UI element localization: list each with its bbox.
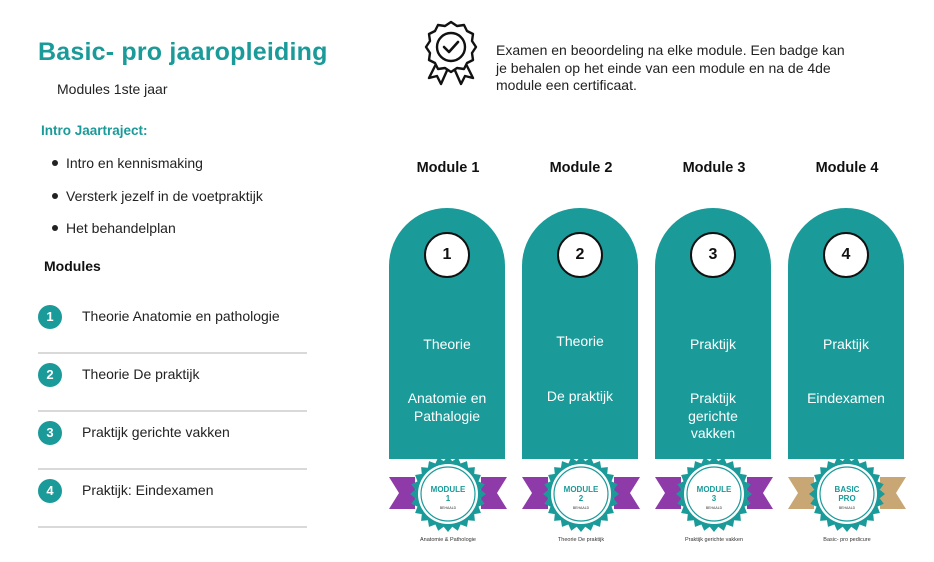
module-label: Praktijk gerichte vakken bbox=[82, 424, 230, 440]
module-type: Theorie bbox=[423, 336, 471, 352]
badge-inner bbox=[418, 464, 478, 524]
badge-ring bbox=[686, 466, 742, 522]
module-column-3: Module 3 3 Praktijk Praktijk gerichte va… bbox=[655, 160, 773, 461]
module-subject: De praktijk bbox=[546, 388, 614, 404]
intro-heading: Intro Jaartraject: bbox=[41, 123, 148, 138]
module-number-circle: 2 bbox=[557, 232, 603, 278]
badge-text-line2: 3 bbox=[712, 494, 717, 503]
module-card: 4 Praktijk Eindexamen bbox=[788, 208, 904, 461]
badge-caption: Anatomie & Pathologie bbox=[420, 537, 476, 543]
badge-ribbon-left bbox=[522, 477, 548, 509]
badge-text-line1: MODULE bbox=[431, 485, 466, 494]
badge-text-line3: BEHAALD bbox=[573, 506, 590, 510]
badge-inner bbox=[551, 464, 611, 524]
list-item: 4 Praktijk: Eindexamen bbox=[38, 470, 307, 528]
badge-caption: Praktijk gerichte vakken bbox=[684, 537, 744, 543]
module-card: 3 Praktijk Praktijk gerichte vakken bbox=[655, 208, 771, 461]
module-number-badge: 2 bbox=[38, 363, 62, 387]
modules-heading: Modules bbox=[44, 258, 101, 274]
list-item: 2 Theorie De praktijk bbox=[38, 354, 307, 412]
module-list: 1 Theorie Anatomie en pathologie 2 Theor… bbox=[38, 296, 307, 528]
module-number-badge: 4 bbox=[38, 479, 62, 503]
module-card: 1 Theorie Anatomie en Pathalogie bbox=[389, 208, 505, 461]
intro-bullet: Het behandelplan bbox=[52, 218, 263, 251]
badge-inner bbox=[684, 464, 744, 524]
badge-caption: Theorie De praktijk bbox=[557, 537, 605, 543]
module-subject: Eindexamen bbox=[807, 390, 885, 406]
module-type: Theorie bbox=[556, 333, 604, 349]
module-column-title: Module 3 bbox=[682, 160, 746, 176]
badge-ribbon-left bbox=[389, 477, 415, 509]
module-type: Praktijk bbox=[690, 336, 736, 352]
badge-text-line3: BEHAALD bbox=[706, 506, 723, 510]
module-number-badge: 3 bbox=[38, 421, 62, 445]
module-label: Theorie De praktijk bbox=[82, 366, 200, 382]
badge-ribbon-right bbox=[614, 477, 640, 509]
module-subject: Anatomie en Pathalogie bbox=[407, 390, 487, 424]
badge-caption: Basic- pro pedicure bbox=[823, 537, 871, 543]
intro-bullet: Versterk jezelf in de voetpraktijk bbox=[52, 186, 263, 219]
page-title: Basic- pro jaaropleiding bbox=[38, 38, 328, 66]
module-column-title: Module 4 bbox=[815, 160, 879, 176]
module-label: Praktijk: Eindexamen bbox=[82, 482, 214, 498]
module-label: Theorie Anatomie en pathologie bbox=[82, 308, 280, 324]
module-column-2: Module 2 2 Theorie De praktijk bbox=[522, 160, 640, 461]
badge-ring bbox=[420, 466, 476, 522]
module-number-circle: 4 bbox=[823, 232, 869, 278]
badge-ring bbox=[819, 466, 875, 522]
award-ribbon-icon bbox=[424, 20, 478, 86]
module-number-badge: 1 bbox=[38, 305, 62, 329]
badge-text-line2: 2 bbox=[579, 494, 584, 503]
intro-bullet-list: Intro en kennismaking Versterk jezelf in… bbox=[52, 153, 263, 251]
badge-ribbon-left bbox=[788, 477, 814, 509]
badge-text-line1: BASIC bbox=[835, 485, 860, 494]
badge-text-line1: MODULE bbox=[564, 485, 599, 494]
list-item: 3 Praktijk gerichte vakken bbox=[38, 412, 307, 470]
list-item: 1 Theorie Anatomie en pathologie bbox=[38, 296, 307, 354]
module-number-circle: 3 bbox=[690, 232, 736, 278]
module-card: 2 Theorie De praktijk bbox=[522, 208, 638, 461]
badge-text-line2: 1 bbox=[446, 494, 451, 503]
page-subtitle: Modules 1ste jaar bbox=[57, 81, 168, 97]
module-column-4: Module 4 4 Praktijk Eindexamen bbox=[788, 160, 906, 461]
badge-ribbon-right bbox=[747, 477, 773, 509]
badge-inner bbox=[817, 464, 877, 524]
badge-text-line2: PRO bbox=[838, 494, 855, 503]
exam-info-text: Examen en beoordeling na elke module. Ee… bbox=[496, 42, 845, 93]
module-column-title: Module 2 bbox=[549, 160, 613, 176]
module-number-circle: 1 bbox=[424, 232, 470, 278]
module-subject: Praktijk gerichte vakken bbox=[688, 390, 738, 441]
module-column-1: Module 1 1 Theorie Anatomie en Pathalogi… bbox=[389, 160, 507, 461]
badge-ribbon-left bbox=[655, 477, 681, 509]
module-column-title: Module 1 bbox=[416, 160, 480, 176]
module-type: Praktijk bbox=[823, 336, 869, 352]
badge-ring bbox=[553, 466, 609, 522]
badge-text-line3: BEHAALD bbox=[839, 506, 856, 510]
badge-ribbon-right bbox=[481, 477, 507, 509]
badge-text-line3: BEHAALD bbox=[440, 506, 457, 510]
intro-bullet: Intro en kennismaking bbox=[52, 153, 263, 186]
badge-ribbon-right bbox=[880, 477, 906, 509]
badge-text-line1: MODULE bbox=[697, 485, 732, 494]
